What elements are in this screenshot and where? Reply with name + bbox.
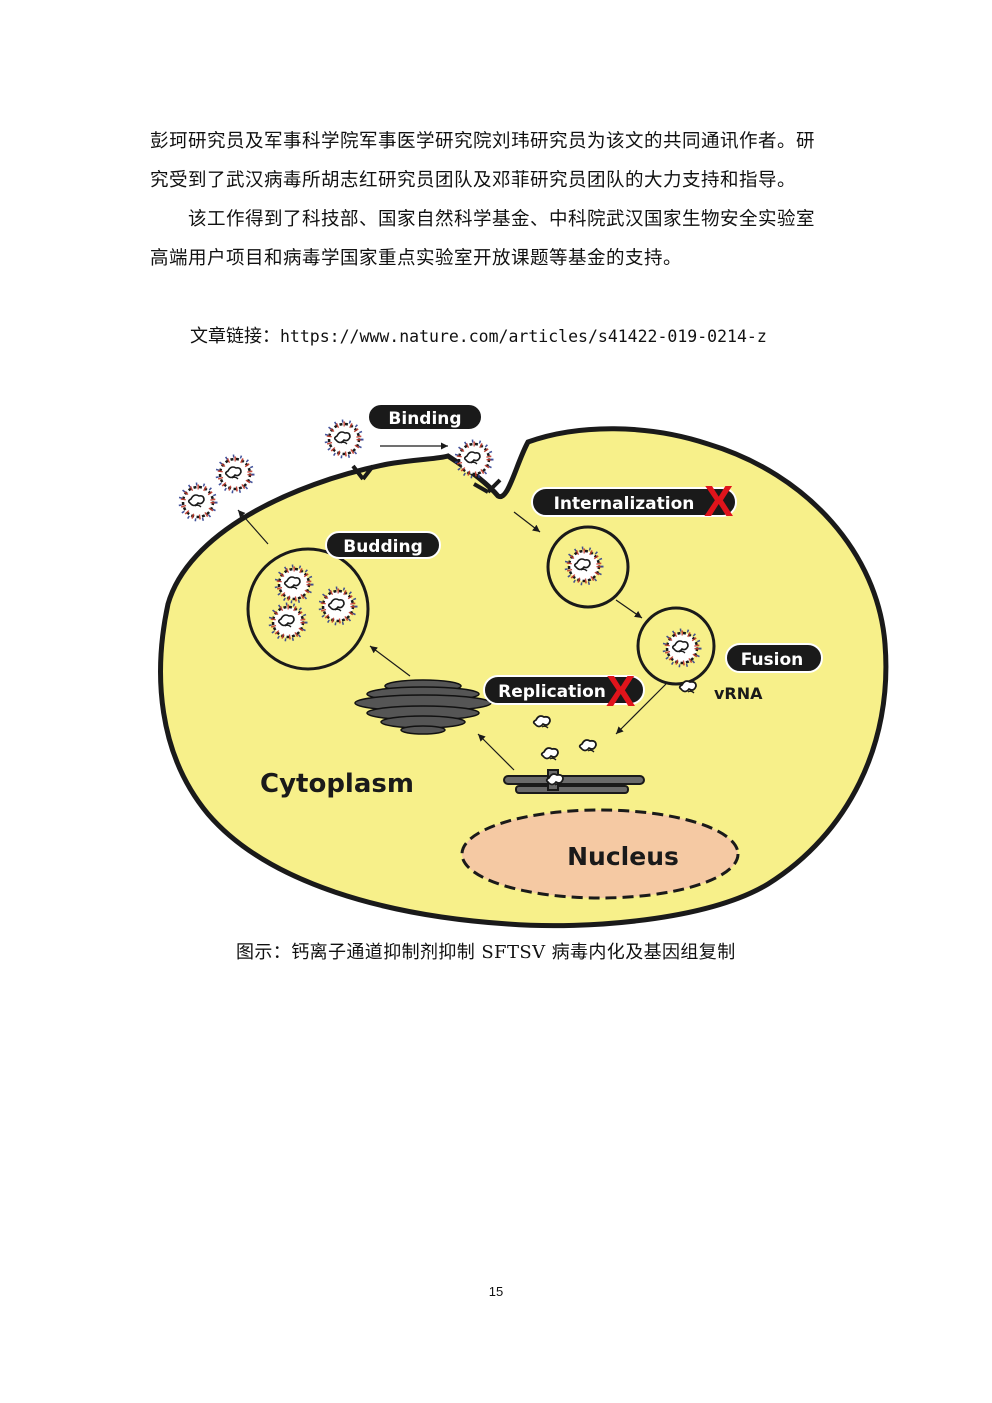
label-budding: Budding xyxy=(325,531,441,559)
virion-binding-free xyxy=(326,421,362,457)
label-vrna: vRNA xyxy=(714,684,763,703)
virus-lifecycle-figure: Nucleus xyxy=(148,384,895,932)
label-binding: Binding xyxy=(367,403,483,431)
virion-released-2 xyxy=(180,484,216,520)
paragraph-line: 究受到了武汉病毒所胡志红研究员团队及邓菲研究员团队的大力支持和指导。 xyxy=(150,170,797,191)
lifecycle-diagram: Nucleus xyxy=(158,403,889,929)
paragraph-line: 高端用户项目和病毒学国家重点实验室开放课题等基金的支持。 xyxy=(150,248,683,269)
svg-text:Replication: Replication xyxy=(498,682,606,702)
label-replication: Replication X xyxy=(483,667,645,716)
budding-vesicle xyxy=(246,547,370,671)
label-fusion: Fusion xyxy=(725,643,823,673)
receptor xyxy=(351,464,502,494)
paragraph-acknowledgement: 彭珂研究员及军事科学院军事医学研究院刘玮研究员为该文的共同通讯作者。研 究受到了… xyxy=(150,122,850,200)
article-link-url[interactable]: https://www.nature.com/articles/s41422-0… xyxy=(280,327,767,346)
paragraph-line: 彭珂研究员及军事科学院军事医学研究院刘玮研究员为该文的共同通讯作者。研 xyxy=(150,131,816,152)
svg-text:Fusion: Fusion xyxy=(741,650,804,670)
nucleus-label: Nucleus xyxy=(567,842,679,871)
golgi-apparatus xyxy=(354,679,492,735)
nucleus xyxy=(460,808,740,900)
svg-text:Budding: Budding xyxy=(343,537,423,557)
label-internalization: Internalization X xyxy=(531,477,737,526)
figure-caption: 图示：钙离子通道抑制剂抑制 SFTSV 病毒内化及基因组复制 xyxy=(236,942,736,963)
label-cytoplasm: Cytoplasm xyxy=(260,769,414,799)
virion-released-1 xyxy=(217,456,253,492)
block-mark-replication: X xyxy=(606,667,635,716)
page-number: 15 xyxy=(488,1284,504,1299)
article-link-label: 文章链接： xyxy=(190,326,280,347)
article-link: 文章链接：https://www.nature.com/articles/s41… xyxy=(190,322,767,348)
svg-text:Internalization: Internalization xyxy=(554,494,695,514)
paragraph-line: 该工作得到了科技部、国家自然科学基金、中科院武汉国家生物安全实验室 xyxy=(188,209,816,230)
lifecycle-arrows xyxy=(237,442,667,771)
block-mark-internalization: X xyxy=(704,477,733,526)
paragraph-funding: 该工作得到了科技部、国家自然科学基金、中科院武汉国家生物安全实验室 高端用户项目… xyxy=(150,200,850,278)
svg-text:Binding: Binding xyxy=(388,409,461,429)
